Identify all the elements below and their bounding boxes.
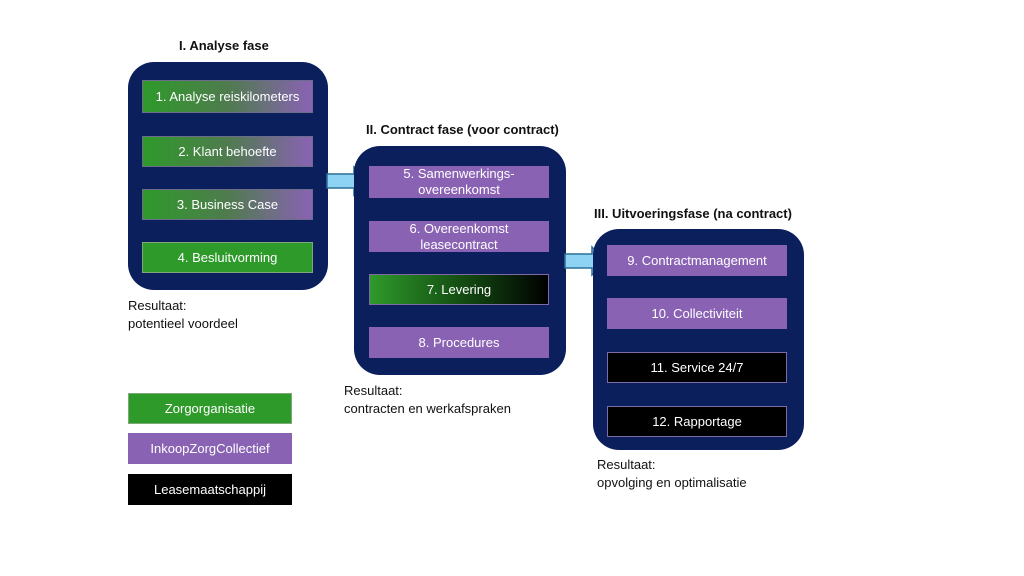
step-5: 5. Samenwerkings- overeenkomst [369, 166, 549, 198]
result-text: opvolging en optimalisatie [597, 475, 747, 490]
phase-1-title: I. Analyse fase [179, 38, 269, 53]
step-1: 1. Analyse reiskilometers [142, 80, 313, 113]
step-4: 4. Besluitvorming [142, 242, 313, 273]
step-2: 2. Klant behoefte [142, 136, 313, 167]
result-text: potentieel voordeel [128, 316, 238, 331]
step-12: 12. Rapportage [607, 406, 787, 437]
step-11: 11. Service 24/7 [607, 352, 787, 383]
step-8: 8. Procedures [369, 327, 549, 358]
phase-2-title: II. Contract fase (voor contract) [366, 122, 559, 137]
legend-leasemaatschappij: Leasemaatschappij [128, 474, 292, 505]
result-label: Resultaat: [344, 383, 403, 398]
result-label: Resultaat: [128, 298, 187, 313]
step-10: 10. Collectiviteit [607, 298, 787, 329]
legend-inkoopzorgcollectief: InkoopZorgCollectief [128, 433, 292, 464]
phase-1-result: Resultaat: potentieel voordeel [128, 297, 238, 333]
step-7: 7. Levering [369, 274, 549, 305]
step-3: 3. Business Case [142, 189, 313, 220]
phase-3-title: III. Uitvoeringsfase (na contract) [594, 206, 792, 221]
result-label: Resultaat: [597, 457, 656, 472]
result-text: contracten en werkafspraken [344, 401, 511, 416]
phase-2-result: Resultaat: contracten en werkafspraken [344, 382, 511, 418]
step-9: 9. Contractmanagement [607, 245, 787, 276]
legend-zorgorganisatie: Zorgorganisatie [128, 393, 292, 424]
phase-3-result: Resultaat: opvolging en optimalisatie [597, 456, 747, 492]
step-6: 6. Overeenkomst leasecontract [369, 221, 549, 252]
